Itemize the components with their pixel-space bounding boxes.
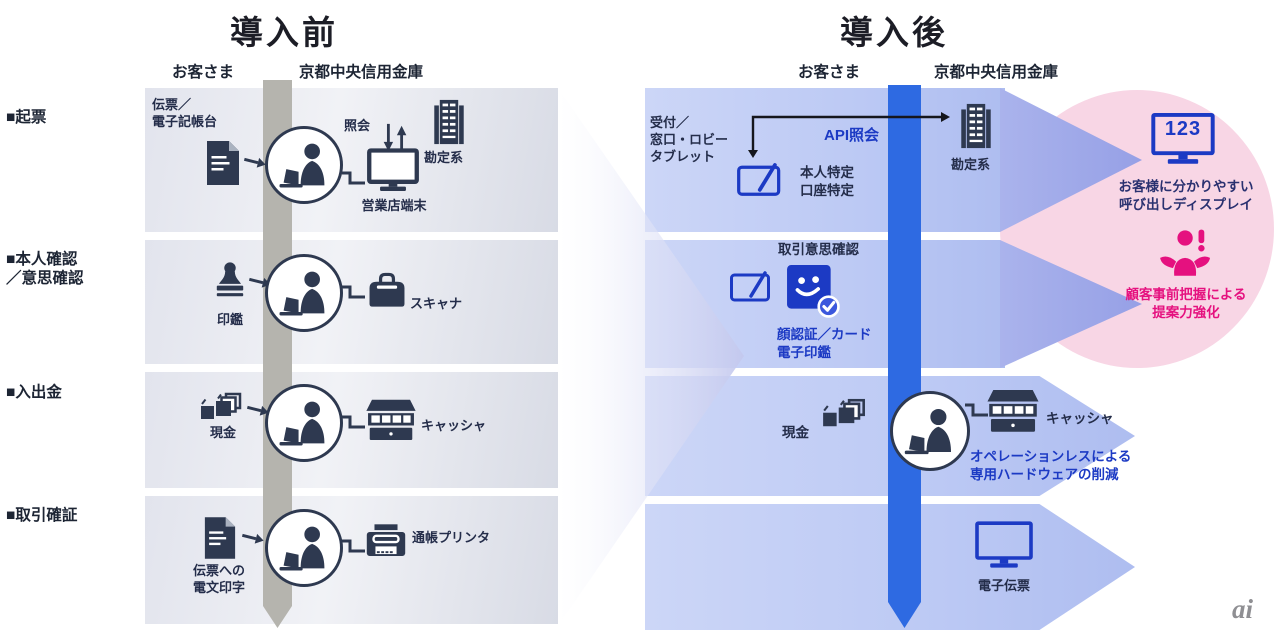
customer-insight-icon xyxy=(1155,228,1219,280)
before-bank-header: 京都中央信用金庫 xyxy=(299,64,424,81)
reception-label-line2: 窓口・ロビー xyxy=(650,132,729,147)
tablet-icon xyxy=(729,266,779,304)
slip-print-label-line1: 伝票への xyxy=(192,563,245,578)
before-customer-header: お客さま xyxy=(172,64,235,81)
paper-slip-icon xyxy=(205,140,241,186)
cash-register-icon xyxy=(984,386,1042,438)
electronic-slip-label: 電子伝票 xyxy=(977,578,1030,593)
before-row3-band xyxy=(145,372,558,488)
category-draft: ■起票 xyxy=(6,109,47,126)
display-caption-line2: 呼び出しディスプレイ xyxy=(1118,197,1254,212)
before-row2-band xyxy=(145,240,558,364)
display-caption-line1: お客様に分かりやすい xyxy=(1118,179,1254,194)
watermark-logo: ai xyxy=(1232,594,1254,624)
api-inquiry-label: API照会 xyxy=(824,127,880,144)
identify-label-line2: 口座特定 xyxy=(800,183,854,198)
core-system-label: 勘定系 xyxy=(951,157,991,172)
passbook-printer-icon xyxy=(362,522,410,566)
branch-terminal-label: 営業店端末 xyxy=(361,198,427,213)
teller-at-terminal-icon xyxy=(265,509,343,587)
connector-hook-icon xyxy=(341,168,367,190)
cash-register-icon xyxy=(363,396,419,446)
electronic-slip-icon xyxy=(974,520,1034,572)
identify-label-line1: 本人特定 xyxy=(800,165,854,180)
slip-label-line1: 伝票／ xyxy=(152,97,192,112)
intent-confirmation-label: 取引意思確認 xyxy=(778,242,859,257)
branch-terminal-icon xyxy=(366,148,420,194)
teller-at-terminal-icon xyxy=(265,126,343,204)
slip-label-line2: 電子記帳台 xyxy=(152,114,218,129)
face-auth-caption-line2: 電子印鑑 xyxy=(777,345,831,360)
passbook-printer-label: 通帳プリンタ xyxy=(412,530,491,545)
cashier-label: キャッシャ xyxy=(1046,411,1114,426)
core-banking-system-icon xyxy=(426,96,472,148)
stamp-label: 印鑑 xyxy=(216,312,243,327)
tablet-icon xyxy=(736,158,790,198)
category-identity-line2: ／意思確認 xyxy=(6,270,84,287)
reception-label-line3: タブレット xyxy=(650,149,716,164)
after-customer-bank-divider-bar xyxy=(888,85,921,602)
proposal-caption-line2: 提案力強化 xyxy=(1152,305,1220,320)
core-banking-system-icon xyxy=(953,100,999,152)
operationless-benefit-line2: 専用ハードウェアの削減 xyxy=(970,467,1119,482)
reception-label-line1: 受付／ xyxy=(650,115,690,130)
face-recognition-icon xyxy=(786,264,840,318)
after-title: 導入後 xyxy=(840,14,948,51)
display-screen-text: 123 xyxy=(1164,118,1202,140)
teller-at-terminal-icon xyxy=(265,384,343,462)
cashier-label: キャッシャ xyxy=(421,418,487,433)
face-auth-caption-line1: 顔認証／カード xyxy=(777,327,872,342)
printed-slip-icon xyxy=(203,516,237,560)
slip-print-label-line2: 電文印字 xyxy=(192,580,245,595)
before-title: 導入前 xyxy=(230,14,338,51)
teller-at-terminal-icon xyxy=(890,391,970,471)
cash-label: 現金 xyxy=(209,425,236,440)
core-system-label: 勘定系 xyxy=(424,150,464,165)
category-confirmation: ■取引確証 xyxy=(6,507,78,524)
scanner-icon xyxy=(364,270,410,312)
after-bank-header: 京都中央信用金庫 xyxy=(934,64,1059,81)
teller-at-terminal-icon xyxy=(265,254,343,332)
cash-label: 現金 xyxy=(782,425,809,440)
after-customer-header: お客さま xyxy=(798,64,861,81)
operationless-benefit-line1: オペレーションレスによる xyxy=(970,449,1132,464)
category-identity-line1: ■本人確認 xyxy=(6,251,78,268)
category-deposit: ■入出金 xyxy=(6,384,62,401)
inquiry-label: 照会 xyxy=(344,118,371,133)
proposal-caption-line1: 顧客事前把握による xyxy=(1125,287,1247,302)
scanner-label: スキャナ xyxy=(410,296,463,311)
cash-icon xyxy=(820,398,872,442)
hanko-stamp-icon xyxy=(208,258,252,308)
